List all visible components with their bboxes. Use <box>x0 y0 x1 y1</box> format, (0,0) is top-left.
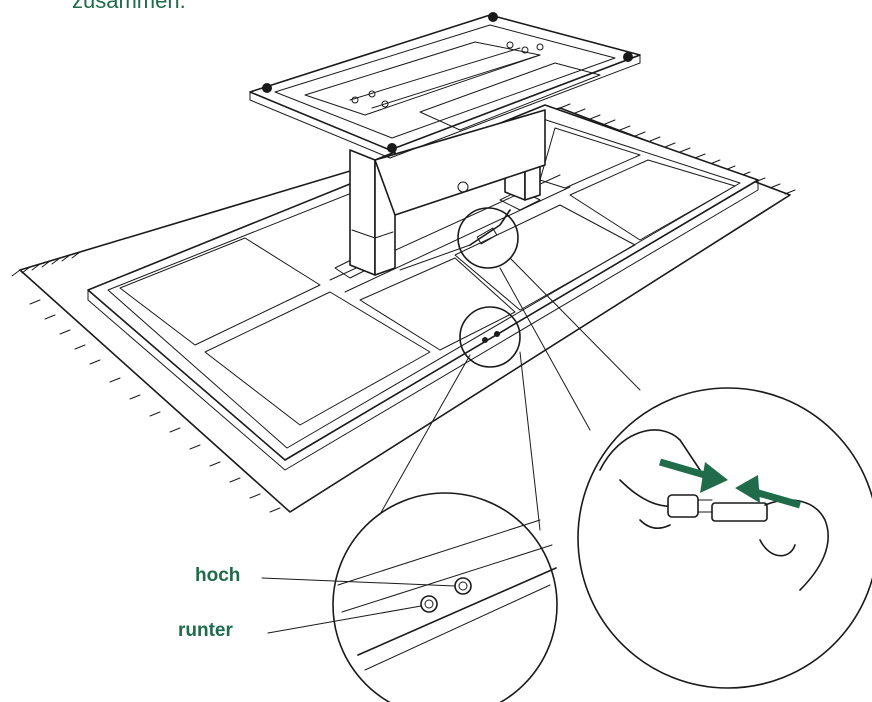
label-up: hoch <box>195 565 241 586</box>
zoom-circle-buttons <box>332 492 558 702</box>
button-down-icon <box>420 595 438 613</box>
desktop-top <box>249 12 641 159</box>
zoom-marker-connector <box>457 207 519 269</box>
rug-fringe <box>11 103 796 513</box>
zoom-marker-buttons <box>459 306 521 368</box>
zoom-circle-connector <box>577 387 872 689</box>
detail-callout-connector <box>457 207 872 689</box>
label-down: runter <box>178 620 233 641</box>
detail-callout-buttons <box>261 306 558 702</box>
leader-up <box>261 577 456 587</box>
button-up-icon <box>454 577 472 595</box>
leader-down <box>267 605 422 634</box>
instruction-caption: zusammen. <box>72 0 186 13</box>
lift-columns <box>349 109 546 276</box>
